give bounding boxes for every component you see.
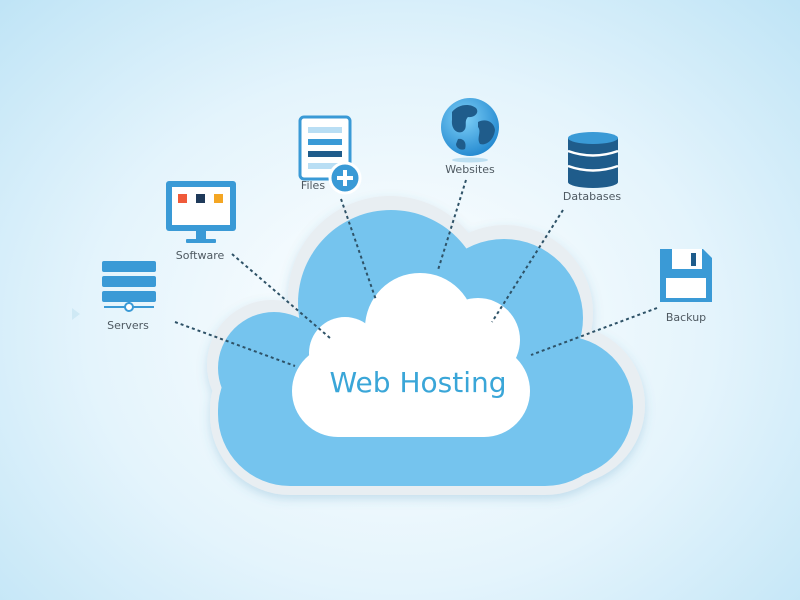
monitor-icon bbox=[166, 181, 236, 243]
document-add-icon bbox=[298, 115, 362, 195]
globe-icon bbox=[441, 98, 499, 163]
node-websites: Websites bbox=[441, 98, 499, 176]
node-label-databases: Databases bbox=[563, 190, 621, 203]
node-label-software: Software bbox=[176, 249, 225, 262]
node-label-files: Files bbox=[301, 179, 325, 192]
faint-arrow-icon bbox=[72, 308, 80, 320]
node-label-websites: Websites bbox=[445, 163, 495, 176]
center-label: Web Hosting bbox=[330, 366, 507, 399]
node-software: Software bbox=[166, 181, 236, 262]
node-backup: Backup bbox=[660, 249, 712, 324]
server-rack-icon bbox=[102, 261, 156, 312]
node-files: Files bbox=[298, 115, 362, 195]
connector-backup bbox=[530, 307, 658, 356]
node-label-servers: Servers bbox=[107, 319, 149, 332]
connector-databases bbox=[491, 209, 564, 323]
node-databases: Databases bbox=[563, 132, 621, 203]
database-icon bbox=[567, 132, 619, 188]
cloud-inner-label-area bbox=[292, 273, 530, 437]
connector-lines bbox=[174, 179, 658, 367]
node-servers: Servers bbox=[102, 261, 156, 332]
connector-websites bbox=[437, 179, 467, 271]
node-label-backup: Backup bbox=[666, 311, 706, 324]
floppy-disk-icon bbox=[660, 249, 712, 302]
